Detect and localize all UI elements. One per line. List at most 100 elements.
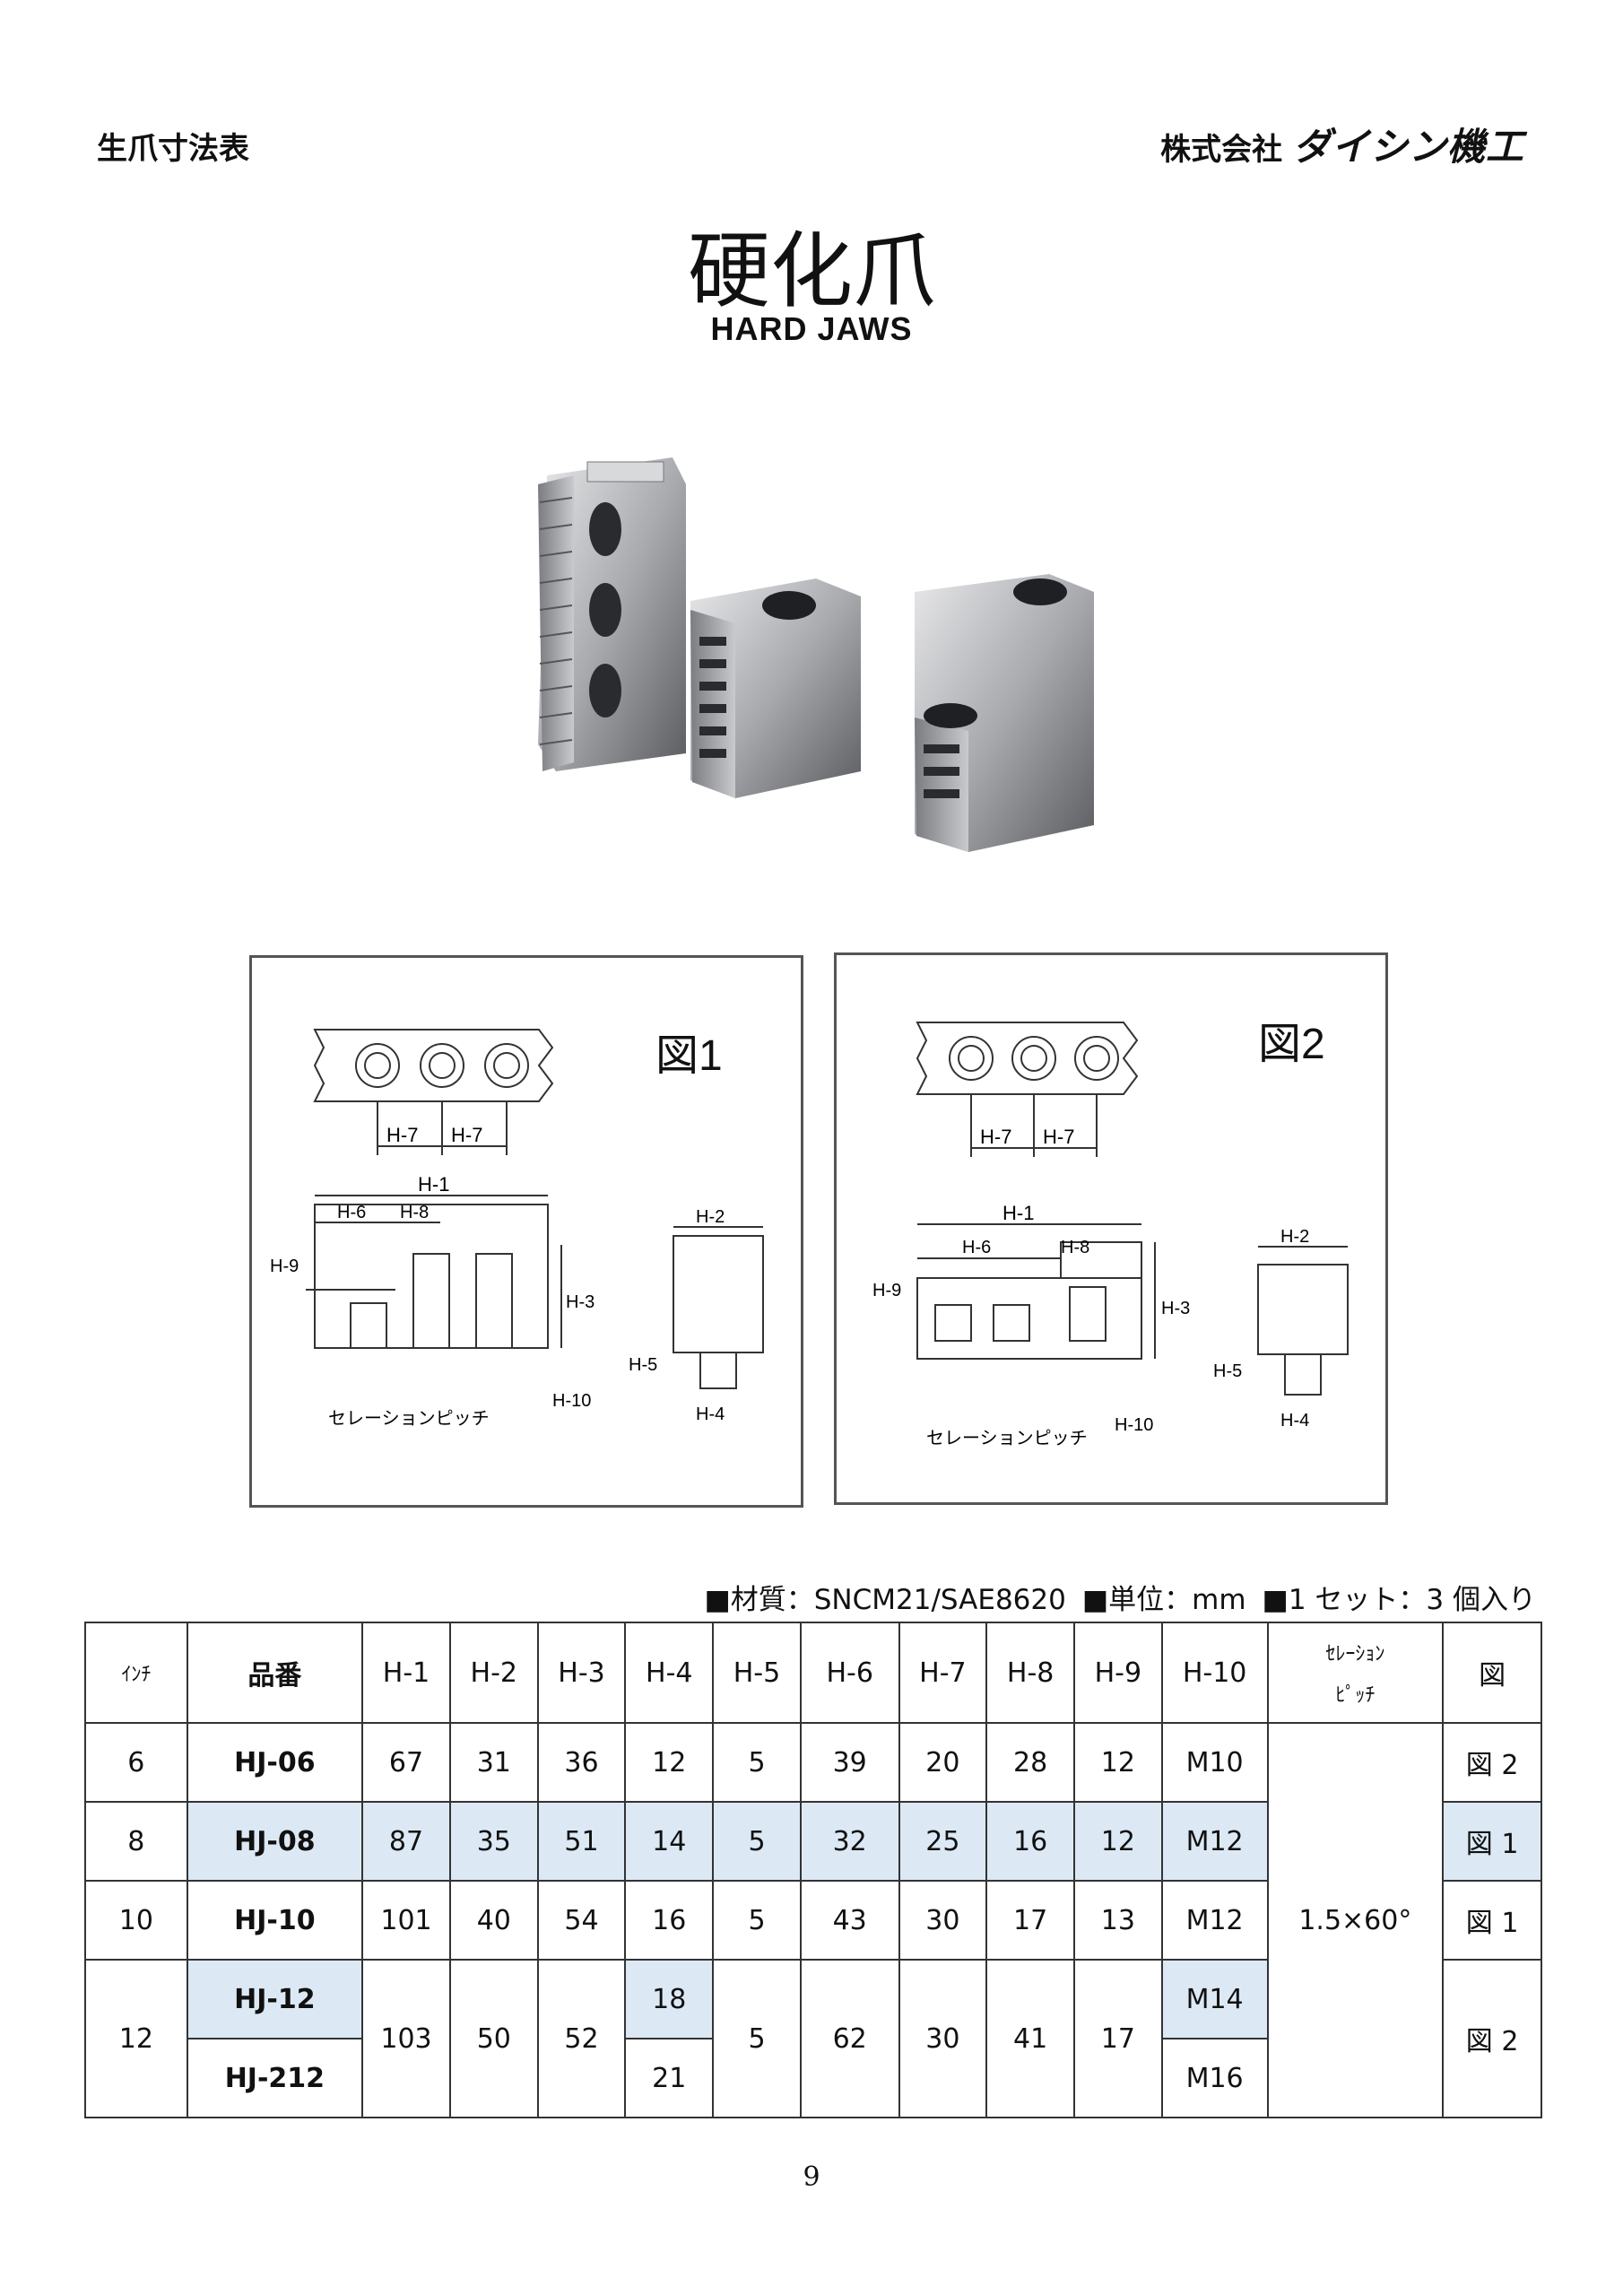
figure-2-label: 図2 [1258,1021,1325,1068]
fig2-h5: H-5 [1213,1361,1242,1381]
cell-h4: 14 [624,1801,715,1882]
fig2-h10: H-10 [1115,1415,1153,1435]
cell-h1: 103 [361,1959,451,2118]
cell-h4: 16 [624,1880,715,1961]
cell-h8: 41 [985,1959,1075,2118]
fig1-h7-b: H-7 [451,1124,482,1146]
cell-inch: 6 [84,1722,188,1803]
fig2-h9: H-9 [872,1281,901,1300]
fig2-serration-label: セレーションピッチ [926,1429,1088,1448]
cell-h3: 36 [536,1722,627,1803]
header-h5: H-5 [712,1622,802,1724]
company-logo: 株式会社 ダイシン機工 [1160,117,1524,171]
cell-h7: 20 [898,1722,988,1803]
header-h6: H-6 [799,1622,900,1724]
fig1-h10: H-10 [552,1391,591,1411]
fig1-front-view [673,1226,764,1389]
fig1-h6: H-6 [337,1203,366,1222]
cell-h10: M12 [1160,1801,1269,1882]
fig2-h3: H-3 [1161,1299,1190,1318]
cell-part: HJ-06 [186,1722,364,1803]
cell-h10: M10 [1160,1722,1269,1803]
fig2-h4: H-4 [1280,1411,1309,1431]
table-row: 8 HJ-08 87 35 51 14 5 32 25 16 12 M12 図 … [84,1801,1542,1882]
cell-h6: 32 [799,1801,900,1882]
cell-h8: 28 [985,1722,1075,1803]
cell-h6: 43 [799,1880,900,1961]
header-fig: 図 [1442,1622,1542,1724]
cell-h2: 50 [448,1959,539,2118]
cell-fig: 図 2 [1442,1959,1542,2118]
cell-h10: M16 [1160,2038,1269,2118]
header-h2: H-2 [448,1622,539,1724]
cell-h4: 12 [624,1722,715,1803]
header-h1: H-1 [361,1622,451,1724]
jaw-right [915,574,1094,852]
cell-h9: 12 [1073,1801,1163,1882]
cell-h8: 17 [985,1880,1075,1961]
cell-h2: 35 [448,1801,539,1882]
fig2-h8: H-8 [1061,1238,1089,1257]
cell-inch: 8 [84,1801,188,1882]
cell-h8: 16 [985,1801,1075,1882]
fig2-front-view [1257,1246,1349,1396]
jaw-left [538,457,686,771]
cell-fig: 図 1 [1442,1880,1542,1961]
spec-material: ■材質：SNCM21/SAE8620 [704,1584,1066,1616]
figure-2: 図2 H-7 H-7 H-1 H-6 H-8 H-3 H-9 H-10 セレーシ… [834,952,1388,1505]
fig2-side-view [916,1223,1156,1360]
header-h9: H-9 [1073,1622,1163,1724]
fig2-h2: H-2 [1280,1227,1309,1247]
cell-h3: 52 [536,1959,627,2118]
cell-serration: 1.5×60° [1266,1722,1445,2118]
table-row: 10 HJ-10 101 40 54 16 5 43 30 17 13 M12 … [84,1880,1542,1961]
company-brand: ダイシン機工 [1292,125,1524,169]
hard-jaws-photo [538,457,1094,852]
cell-h3: 54 [536,1880,627,1961]
table-row: HJ-212 21 M16 [85,2038,1541,2118]
cell-h5: 5 [712,1801,802,1882]
header-serration-line1: ｾﾚｰｼｮﾝ [1325,1643,1385,1665]
cell-h10: M14 [1160,1959,1269,2039]
fig1-h7-a: H-7 [386,1124,418,1146]
cell-h2: 40 [448,1880,539,1961]
cell-h9: 12 [1073,1722,1163,1803]
cell-inch: 10 [84,1880,188,1961]
figure-1-label: 図1 [655,1032,723,1080]
fig1-h8: H-8 [400,1203,429,1222]
cell-h6: 39 [799,1722,900,1803]
table-row: 6 HJ-06 67 31 36 12 5 39 20 28 12 M10 1.… [84,1722,1542,2118]
fig2-h6: H-6 [962,1238,991,1257]
table-header-row: ｲﾝﾁ 品番 H-1 H-2 H-3 H-4 H-5 H-6 H-7 H-8 H… [84,1622,1542,1724]
spec-line: ■材質：SNCM21/SAE8620 ■単位：mm ■1 セット：3 個入り [688,1577,1536,1617]
page-number: 9 [803,2161,820,2193]
header-h4: H-4 [624,1622,715,1724]
fig1-top-view [313,1029,554,1155]
fig2-h1: H-1 [1002,1202,1034,1224]
cell-h4: 18 [624,1959,715,2039]
header-inch: ｲﾝﾁ [84,1622,188,1724]
spec-set: ■1 セット：3 個入り [1262,1584,1536,1616]
spec-unit: ■単位：mm [1081,1584,1246,1616]
fig1-h4: H-4 [696,1405,725,1424]
cell-h9: 17 [1073,1959,1163,2118]
figure-1: 図1 H-7 H-7 H-1 H-6 H-8 H-3 H-9 H-10 [249,955,803,1508]
header-h3: H-3 [536,1622,627,1724]
cell-h1: 87 [361,1801,451,1882]
cell-h7: 25 [898,1801,988,1882]
fig2-top-view [916,1022,1139,1157]
page-title-en: HARD JAWS [710,310,913,347]
cell-h4: 21 [624,2038,715,2118]
fig1-h1: H-1 [418,1173,449,1196]
header-serration: ｾﾚｰｼｮﾝ ﾋﾟｯﾁ [1266,1622,1445,1724]
table-row: 12 HJ-12 103 50 52 18 5 62 30 41 17 M14 … [84,1959,1542,2118]
header-h7: H-7 [898,1622,988,1724]
cell-h1: 101 [361,1880,451,1961]
cell-part: HJ-08 [186,1801,364,1882]
fig1-h9: H-9 [270,1257,299,1276]
cell-fig: 図 1 [1442,1801,1542,1882]
fig2-h7-a: H-7 [980,1126,1011,1148]
cell-part: HJ-212 [186,2038,364,2118]
cell-h5: 5 [712,1880,802,1961]
header-h10: H-10 [1160,1622,1269,1724]
